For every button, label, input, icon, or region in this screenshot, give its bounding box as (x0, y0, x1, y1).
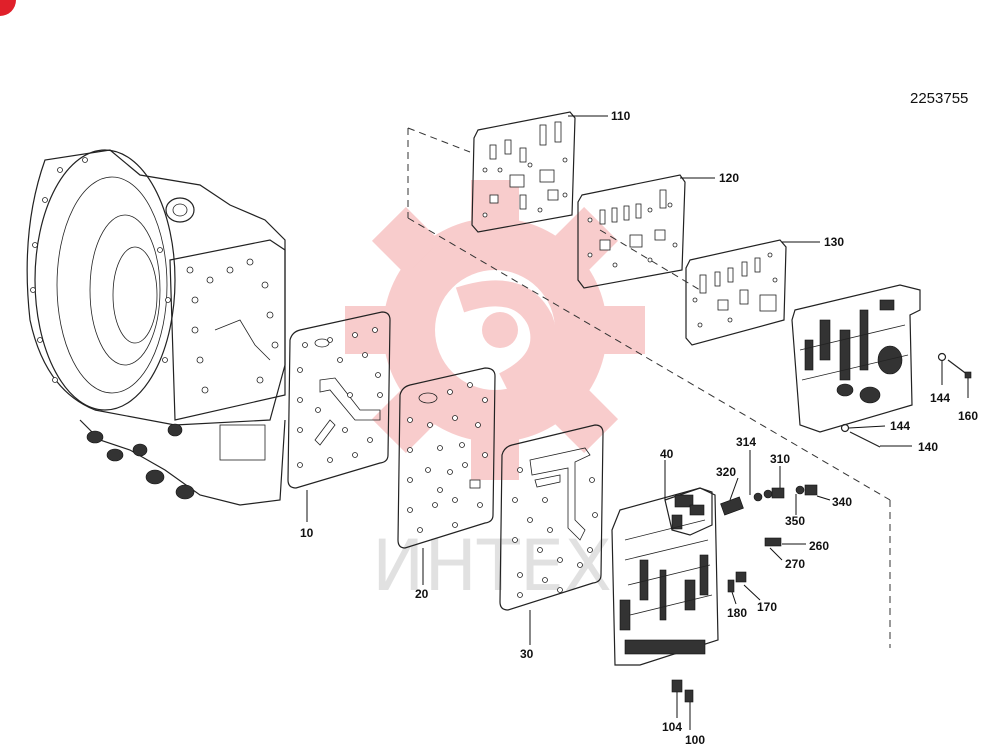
label-20: 20 (415, 587, 429, 601)
bolts-and-plugs (671, 352, 972, 730)
label-350: 350 (785, 514, 805, 528)
label-340: 340 (832, 495, 852, 509)
separator-plate-130 (685, 239, 820, 346)
label-10: 10 (300, 526, 314, 540)
gasket-plate-30 (499, 424, 604, 645)
watermark-gear-icon (345, 180, 645, 480)
label-260: 260 (809, 539, 829, 553)
label-170: 170 (757, 600, 777, 614)
gasket-plate-20 (397, 367, 496, 585)
label-144: 144 (930, 391, 950, 405)
label-104: 104 (662, 720, 682, 734)
label-310: 310 (770, 452, 790, 466)
label-100: 100 (685, 733, 705, 747)
label-144: 144 (890, 419, 910, 433)
separator-plate-110 (471, 111, 608, 233)
label-180: 180 (727, 606, 747, 620)
label-160: 160 (958, 409, 978, 423)
valve-body-40 (611, 460, 719, 666)
transmission-housing (26, 149, 286, 506)
corner-badge (0, 0, 16, 16)
upper-valve-body (791, 284, 921, 433)
label-140: 140 (918, 440, 938, 454)
label-270: 270 (785, 557, 805, 571)
watermark-text: ИНТЕХ (372, 525, 612, 607)
label-130: 130 (824, 235, 844, 249)
gasket-plate-10 (287, 311, 391, 522)
label-40: 40 (660, 447, 674, 461)
label-120: 120 (719, 171, 739, 185)
document-number: 2253755 (910, 90, 968, 107)
label-314: 314 (736, 435, 756, 449)
separator-plate-120 (577, 174, 715, 289)
part-reference-labels: 110 120 130 144 160 144 140 314 320 310 … (300, 109, 978, 747)
label-110: 110 (611, 109, 631, 123)
explosion-guide-lines (407, 127, 891, 648)
label-30: 30 (520, 647, 534, 661)
label-320: 320 (716, 465, 736, 479)
